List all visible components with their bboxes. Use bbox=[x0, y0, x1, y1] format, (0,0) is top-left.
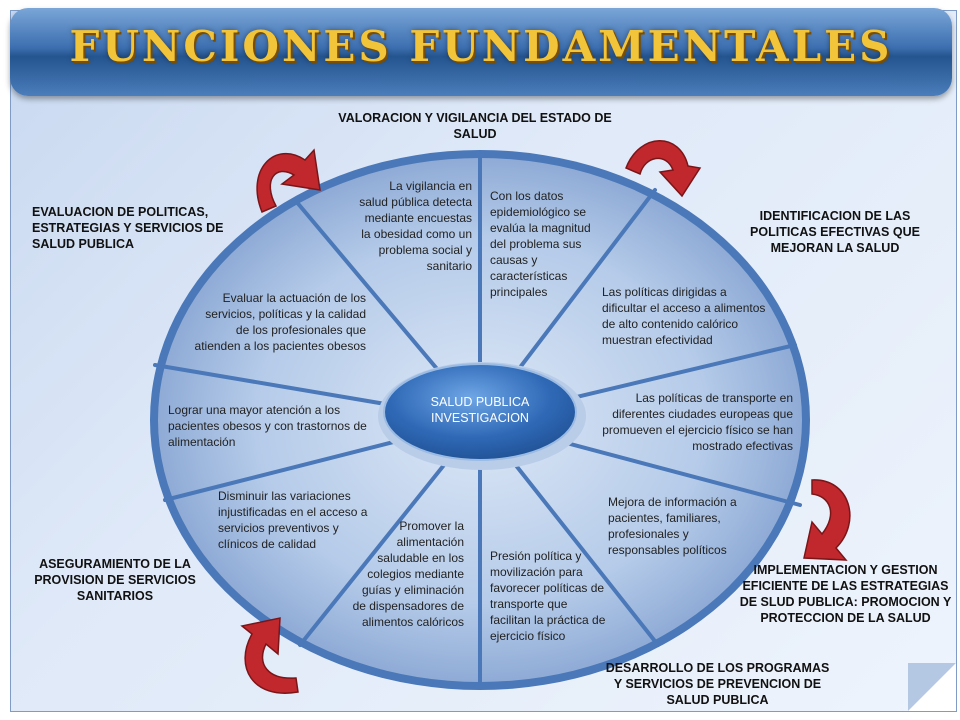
segment-politicas-transporte: Las políticas de transporte en diferente… bbox=[602, 391, 793, 453]
label-evaluacion: EVALUACION DE POLITICAS, ESTRATEGIAS Y S… bbox=[32, 205, 224, 251]
curved-arrow-icon bbox=[625, 140, 702, 198]
page-title: FUNCIONES FUNDAMENTALES bbox=[69, 22, 893, 71]
center-hub bbox=[383, 363, 577, 461]
segment-politicas-acceso: Las políticas dirigidas a dificultar el … bbox=[602, 285, 766, 347]
label-implementacion: IMPLEMENTACION Y GESTION EFICIENTE DE LA… bbox=[739, 563, 952, 625]
title-banner: FUNCIONES FUNDAMENTALES bbox=[10, 8, 952, 96]
curved-arrow-icon bbox=[803, 479, 851, 561]
curved-arrow-icon bbox=[256, 148, 321, 213]
segment-variaciones-acceso: Disminuir las variaciones injustificadas… bbox=[218, 489, 368, 551]
segment-atencion-pacientes: Lograr una mayor atención a los paciente… bbox=[168, 403, 367, 449]
center-label: SALUD PUBLICA INVESTIGACION bbox=[408, 394, 552, 426]
segment-vigilancia: La vigilancia en salud pública detecta m… bbox=[359, 179, 472, 273]
curved-arrow-icon bbox=[240, 617, 299, 694]
label-desarrollo: DESARROLLO DE LOS PROGRAMAS Y SERVICIOS … bbox=[605, 661, 830, 707]
center-label-line1: SALUD PUBLICA bbox=[430, 395, 530, 409]
segment-presion-politica: Presión política y movilización para fav… bbox=[490, 549, 606, 643]
page-curl bbox=[908, 663, 956, 711]
segment-datos-epidemiologicos: Con los datos epidemiológico se evalúa l… bbox=[490, 189, 591, 299]
segment-alimentacion-saludable: Promover la alimentación saludable en lo… bbox=[352, 519, 464, 629]
segment-evaluar-actuacion: Evaluar la actuación de los servicios, p… bbox=[194, 291, 366, 353]
label-aseguramiento: ASEGURAMIENTO DE LA PROVISION DE SERVICI… bbox=[34, 557, 196, 603]
segment-mejora-informacion: Mejora de información a pacientes, famil… bbox=[608, 495, 737, 557]
label-valoracion: VALORACION Y VIGILANCIA DEL ESTADO DE SA… bbox=[338, 111, 612, 141]
center-label-line2: INVESTIGACION bbox=[431, 411, 529, 425]
label-identificacion: IDENTIFICACION DE LAS POLITICAS EFECTIVA… bbox=[750, 209, 920, 255]
